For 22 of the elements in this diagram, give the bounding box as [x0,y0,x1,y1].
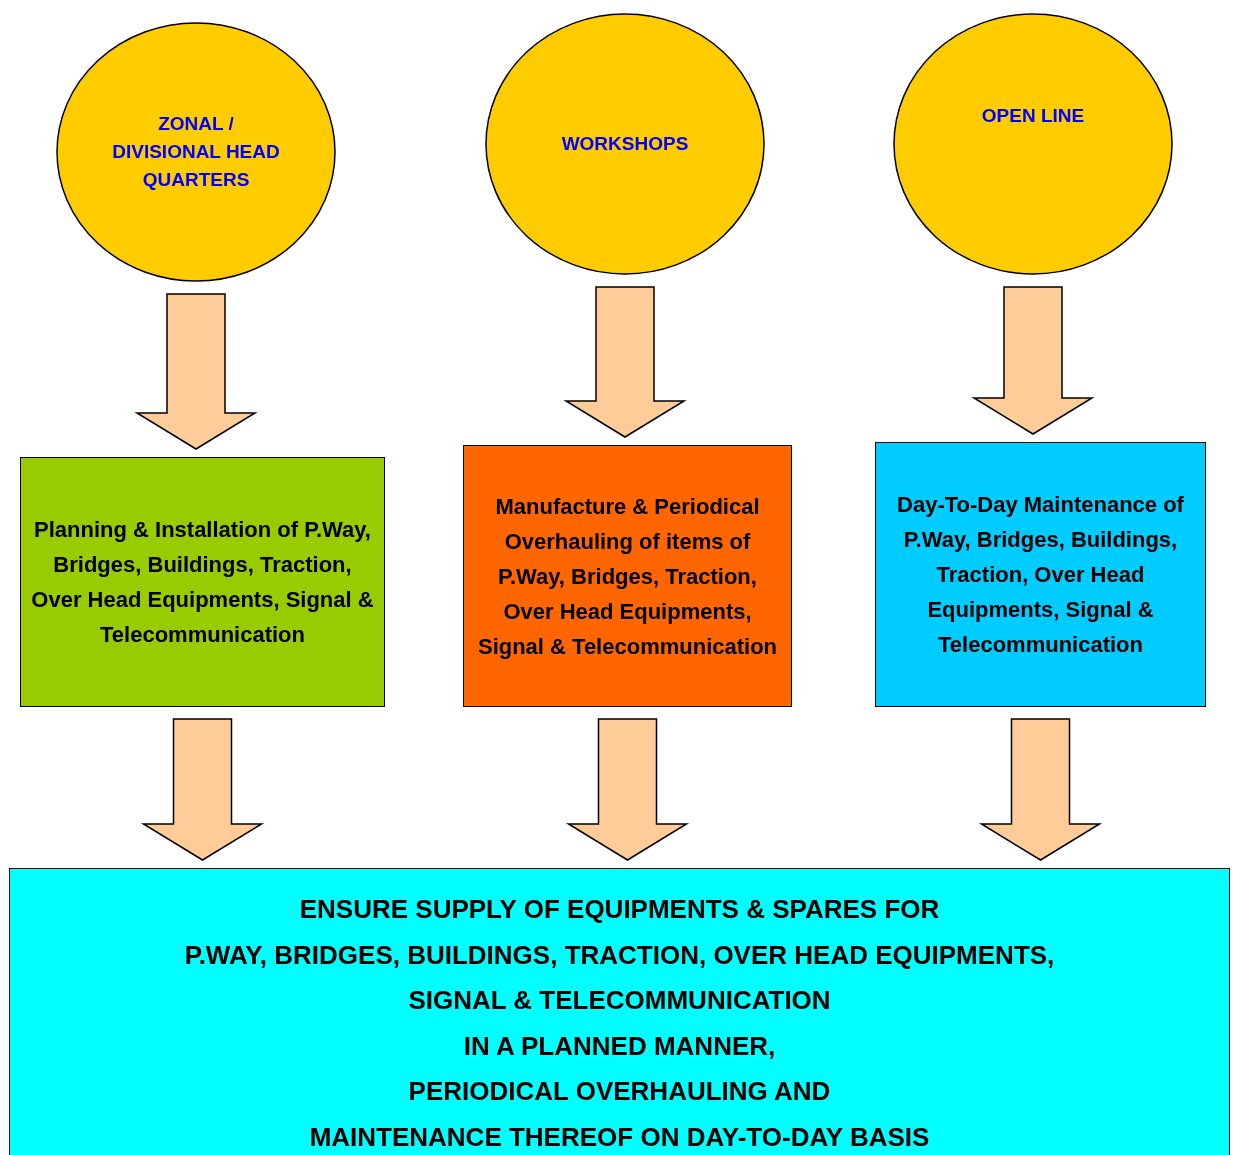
process-box [875,442,1206,707]
node-label: WORKSHOPS [561,132,689,156]
block-arrow [563,286,687,438]
process-box [463,445,792,707]
node-label: PERIODICAL OVERHAULING AND [408,1075,831,1108]
process-box [9,868,1230,1155]
block-arrow [971,286,1095,435]
node-label: Planning & Installation of P.Way, Bridges, Buildings, Traction, Over Head Equipments, Signal & Telecommunication [31,516,374,649]
node-label: SIGNAL & TELECOMMUNICATION [408,984,831,1017]
node-label: OPEN LINE [981,104,1085,128]
node-label: P.WAY, BRIDGES, BUILDINGS, TRACTION, OVER HEAD EQUIPMENTS, [184,938,1055,972]
node-label: MAINTENANCE THEREOF ON DAY-TO-DAY BASIS [309,1120,930,1154]
process-box [20,457,385,707]
block-arrow [140,718,265,861]
node-label: Manufacture & Periodical Overhauling of items of P.Way, Bridges, Traction, Over Head Equipments, Signal & Telecommunication [476,492,779,661]
block-arrow [134,293,258,450]
node-label: ZONAL / DIVISIONAL HEAD QUARTERS [111,112,281,192]
node-label: IN A PLANNED MANNER, [463,1029,776,1063]
block-arrow [978,718,1103,861]
node-label: ENSURE SUPPLY OF EQUIPMENTS & SPARES FOR [299,893,940,926]
block-arrow [565,718,690,861]
node-label: Day-To-Day Maintenance of P.Way, Bridges, Buildings, Traction, Over Head Equipments, Signal & Telecommunication [896,491,1185,659]
